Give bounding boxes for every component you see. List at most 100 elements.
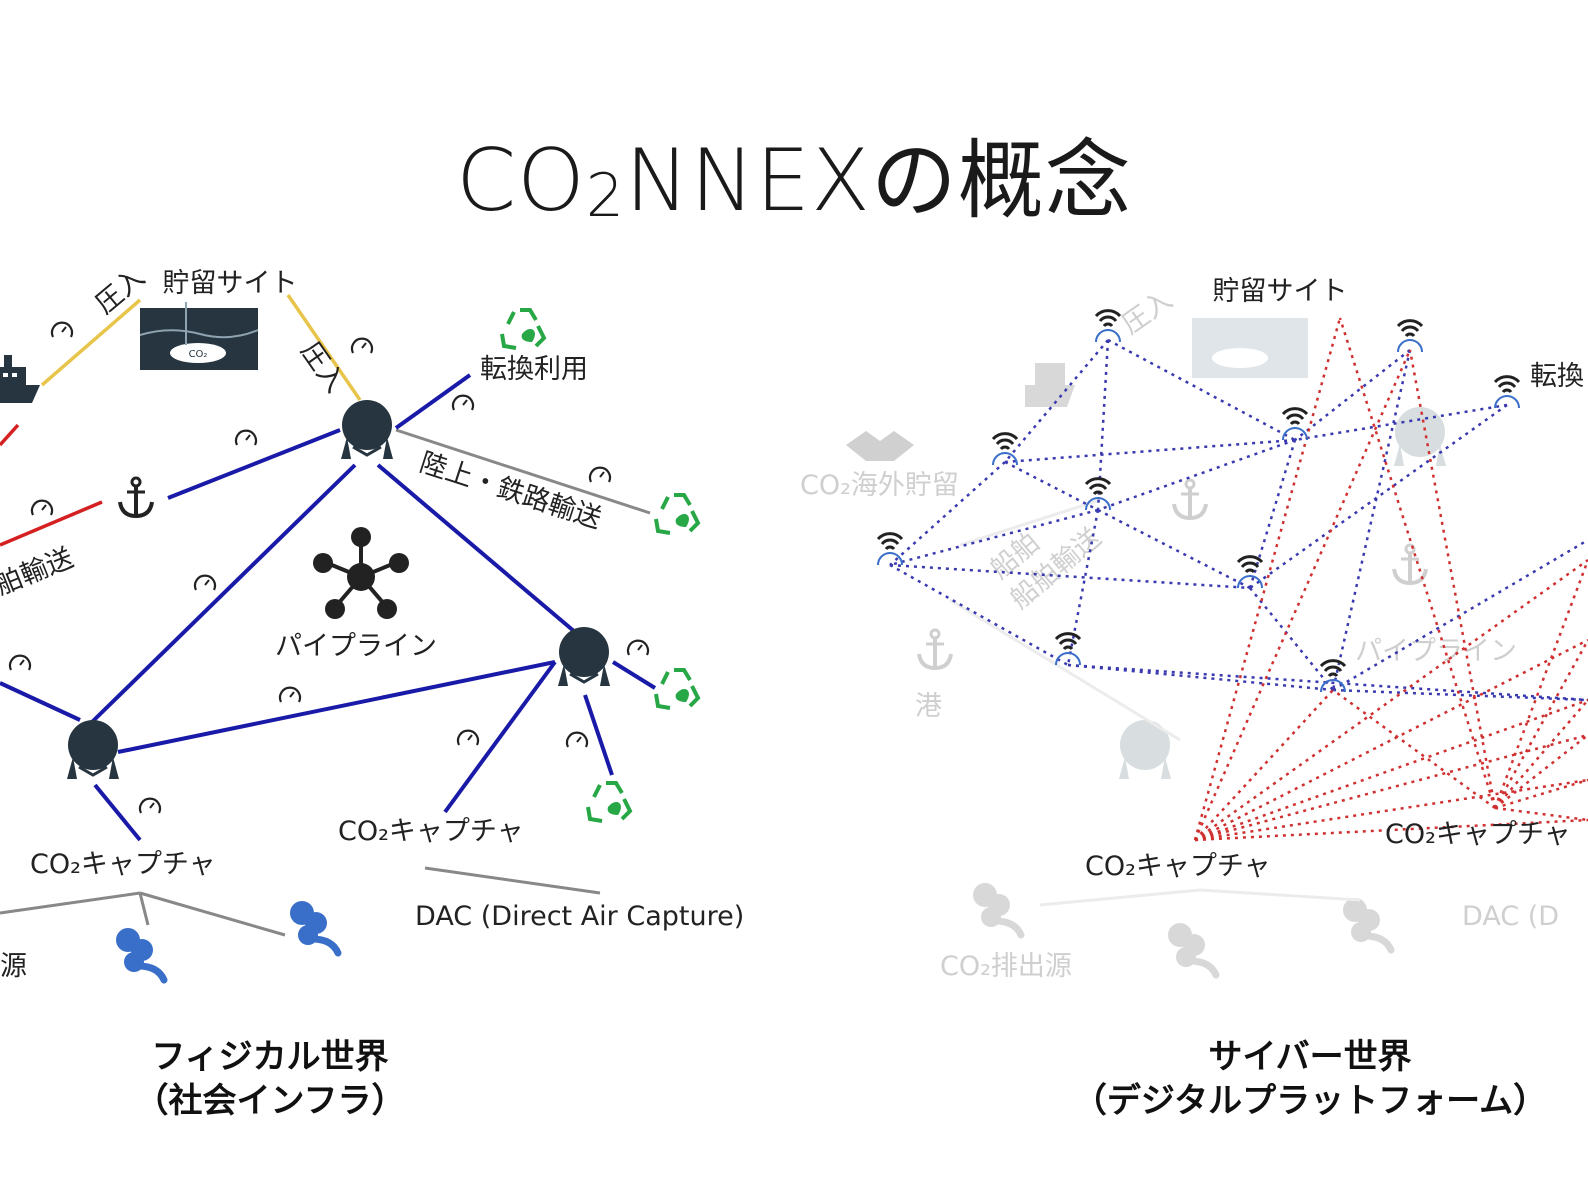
cyber-link (1004, 460, 1099, 512)
pipeline-segment (583, 694, 614, 776)
anchor-icon (118, 476, 154, 518)
cyber-link (1331, 349, 1412, 691)
dac-label: DAC (Direct Air Capture) (415, 901, 744, 932)
title-main: CO (456, 131, 586, 231)
cyber-pipeline-label: パイプライン (1355, 636, 1517, 667)
gauge-icon (565, 731, 589, 749)
cyber-co2-capture-label-partial: CO₂キャプチャ (1385, 819, 1571, 850)
source-line (139, 891, 286, 937)
port-label: 港 (915, 691, 942, 722)
cyber-link (1194, 698, 1588, 842)
recycle-icon (586, 781, 632, 823)
pipeline-segment (90, 463, 357, 724)
cyber-link (1066, 509, 1100, 666)
pipeline-segment (376, 463, 577, 634)
page-title: CO2NNEXの概念 (0, 110, 1588, 235)
pipeline-segment (0, 681, 81, 722)
injection-line-right (286, 294, 362, 401)
cyber-injection-label: 圧入 (1116, 284, 1178, 340)
cyber-world-caption: サイバー世界 （デジタルプラットフォーム） (1040, 1035, 1580, 1123)
cyber-conversion-label: 転換 (1530, 361, 1584, 392)
cyber-link (1248, 439, 1297, 589)
smoke-icon (290, 901, 338, 953)
gauge-icon (456, 729, 480, 747)
wifi-icon (876, 532, 904, 567)
pipeline-segment (117, 660, 556, 754)
overseas-storage-label: CO₂海外貯留 (800, 470, 959, 501)
ship-line-upper (0, 423, 20, 447)
conversion-label: 転換利用 (480, 354, 588, 385)
pipeline-hub-top (339, 398, 395, 461)
storage-site-label: 貯留サイト (163, 268, 298, 299)
gauge-icon (138, 797, 162, 815)
faded-anchor-icon (1172, 478, 1208, 520)
cyber-link (1004, 339, 1109, 463)
wifi-icon (1493, 375, 1521, 410)
pipeline-segment (394, 373, 472, 430)
cyber-link (1107, 338, 1296, 442)
cyber-link (1494, 734, 1588, 809)
faded-smoke-icon (1168, 923, 1216, 975)
emission-source-label: CO₂排出源 (940, 951, 1072, 982)
cyber-blue-mesh (889, 338, 1588, 702)
land-rail-line (395, 428, 651, 515)
gauge-icon (588, 466, 612, 484)
cyber-link (1332, 688, 1496, 810)
cyber-link (1194, 818, 1588, 842)
gauge-icon (350, 337, 374, 355)
pipeline-segment (443, 660, 557, 814)
pipeline-hub-right (556, 625, 612, 688)
ship-line-lower (0, 500, 103, 547)
cyber-co2-capture-label: CO₂キャプチャ (1085, 851, 1271, 882)
pipeline-segment (611, 660, 657, 690)
physical-caption-title: フィジカル世界 (151, 1037, 389, 1077)
source-line (138, 892, 150, 926)
cyber-caption-title: サイバー世界 (1208, 1037, 1412, 1077)
cyber-link (1067, 663, 1334, 692)
cyber-storage-site-label: 貯留サイト (1213, 276, 1348, 307)
cyber-link (1004, 438, 1296, 464)
gauge-icon (626, 639, 650, 657)
title-subscript: 2 (585, 161, 625, 231)
pipeline-label: パイプライン (275, 631, 437, 662)
gauge-icon (451, 394, 475, 412)
gauge-icon (30, 499, 54, 517)
source-label-partial: 源 (0, 951, 27, 982)
cyber-link (1194, 733, 1588, 842)
gauge-icon (8, 654, 32, 672)
physical-world-caption: フィジカル世界 （社会インフラ） (60, 1035, 480, 1123)
smoke-icon (116, 928, 164, 980)
gauge-icon (50, 321, 74, 339)
injection-line-left (40, 298, 142, 387)
recycle-icon (654, 493, 700, 535)
ship-icon (0, 355, 40, 403)
storage-co2-label: CO₂ (189, 349, 208, 360)
physical-world: CO₂ (0, 262, 744, 982)
cyber-link (1294, 349, 1411, 441)
cyber-caption-subtitle: （デジタルプラットフォーム） (1072, 1081, 1548, 1121)
gauge-icon (193, 574, 217, 592)
faded-smoke-icon (1343, 898, 1391, 950)
handshake-icon (846, 431, 914, 461)
recycle-icon (654, 668, 700, 710)
co2-capture-label-left: CO₂キャプチャ (30, 849, 216, 880)
gauge-icon (234, 429, 258, 447)
cyber-link (1194, 778, 1588, 842)
pipeline-segment (167, 428, 341, 500)
cyber-link (1097, 508, 1251, 590)
cyber-link (1194, 558, 1588, 842)
source-line (0, 891, 141, 915)
ship-transport-label: 舶輸送 (0, 542, 78, 601)
dac-line (424, 866, 601, 895)
cyber-link (1067, 663, 1588, 702)
cyber-link (1494, 699, 1588, 809)
cyber-link (1249, 587, 1334, 691)
cyber-link (1194, 638, 1588, 842)
network-icon (313, 527, 409, 619)
wifi-icon (1396, 319, 1424, 354)
cyber-world: CO₂海外貯留 港 パイプライン CO₂排出源 DAC (D 圧入 船舶 船舶輸… (800, 276, 1588, 982)
title-rest: NNEXの概念 (625, 131, 1132, 231)
pipeline-network (0, 373, 657, 842)
cyber-link (1338, 317, 1497, 809)
